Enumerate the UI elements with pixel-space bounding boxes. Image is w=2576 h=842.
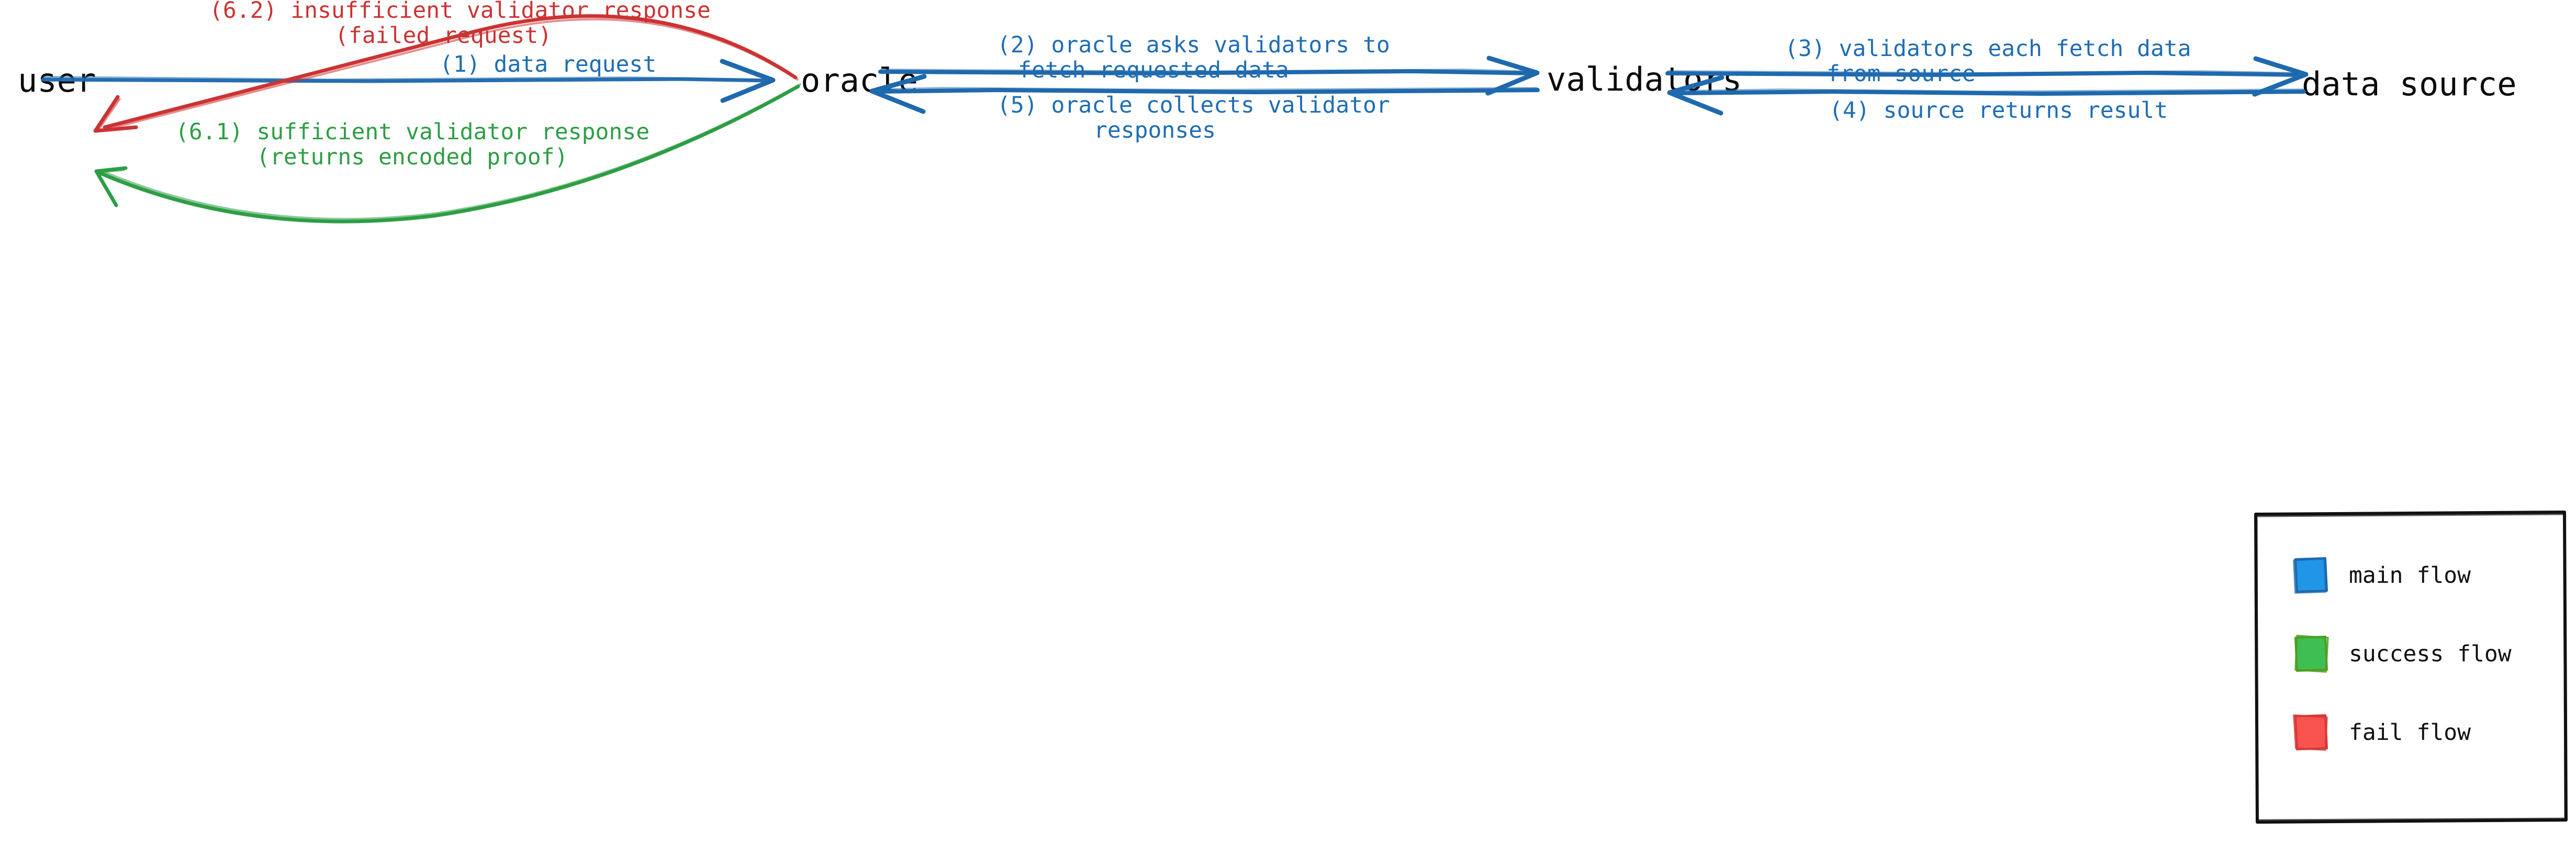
- edge-oracle-to-user-success: [94, 83, 801, 224]
- arrowhead: [94, 166, 128, 207]
- arrowhead-sketch: [98, 169, 125, 173]
- edge-label-3-line2: from source: [1827, 61, 1976, 87]
- swatch-outline-sketch: [2294, 635, 2329, 673]
- edge-line-sketch: [875, 86, 1538, 92]
- arrowhead-sketch: [97, 98, 121, 131]
- arrowhead-sketch: [874, 77, 922, 92]
- edge-label-2-line1: (2) oracle asks validators to: [997, 32, 1390, 58]
- edge-line: [873, 88, 1540, 94]
- arrowhead-sketch: [724, 62, 771, 81]
- edge-label-5-line2: responses: [1094, 117, 1216, 143]
- edge-line: [1671, 90, 2306, 96]
- edge-line: [97, 84, 800, 224]
- edge-oracle-to-user-fail: [93, 14, 799, 133]
- swatch-fill: [2294, 636, 2328, 672]
- edge-line-sketch: [1673, 88, 2304, 93]
- edge-label-4: (4) source returns result: [1829, 97, 2168, 124]
- arrowhead: [93, 95, 138, 133]
- edge-label-2-line2: fetch requested data: [1018, 57, 1289, 83]
- edge-validators-to-oracle: [869, 74, 1540, 114]
- edge-line: [103, 14, 798, 129]
- edge-line: [878, 69, 1536, 75]
- edge-line-sketch: [43, 76, 769, 81]
- arrowhead-sketch: [2257, 60, 2304, 75]
- edge-label-6-2-line2: (failed request): [335, 23, 552, 49]
- edge-validators-to-datasource: [1665, 56, 2309, 97]
- edge-label-1: (1) data request: [440, 51, 656, 77]
- arrowhead-sketch: [1672, 79, 1720, 93]
- edge-oracle-to-validators: [878, 56, 1540, 96]
- swatch-outline-sketch: [2293, 558, 2327, 594]
- legend-swatch-success-flow: [2294, 635, 2329, 673]
- legend-swatch-fail-flow: [2293, 714, 2328, 751]
- swatch-outline-sketch: [2293, 714, 2328, 751]
- edge-line-sketch: [1667, 70, 2303, 75]
- edge-line-sketch: [880, 68, 1533, 73]
- edge-user-to-oracle: [41, 59, 776, 103]
- edge-line-sketch: [106, 18, 799, 130]
- node-label-oracle: oracle: [801, 61, 918, 99]
- legend-label-success-flow: success flow: [2349, 641, 2512, 667]
- edge-datasource-to-validators: [1667, 75, 2306, 116]
- legend: main flow success flow fail flow: [2254, 511, 2568, 824]
- edge-label-5-line1: (5) oracle collects validator: [997, 92, 1390, 118]
- edge-label-6-1-line1: (6.1) sufficient validator response: [175, 119, 649, 145]
- swatch-fill: [2294, 714, 2328, 750]
- arrowhead-sketch: [1491, 59, 1536, 73]
- edge-line: [1665, 71, 2305, 77]
- edge-label-6-1-line2: (returns encoded proof): [256, 144, 568, 170]
- node-label-data-source: data source: [2302, 65, 2517, 103]
- swatch-fill: [2294, 557, 2328, 593]
- edge-label-3-line1: (3) validators each fetch data: [1785, 36, 2191, 62]
- edge-line-sketch: [100, 83, 801, 220]
- legend-label-fail-flow: fail flow: [2349, 719, 2471, 746]
- edge-label-6-2-line1: (6.2) insufficient validator response: [209, 0, 711, 24]
- legend-border-sketch: [2256, 513, 2566, 821]
- legend-label-main-flow: main flow: [2349, 562, 2471, 589]
- legend-swatch-main-flow: [2293, 557, 2328, 594]
